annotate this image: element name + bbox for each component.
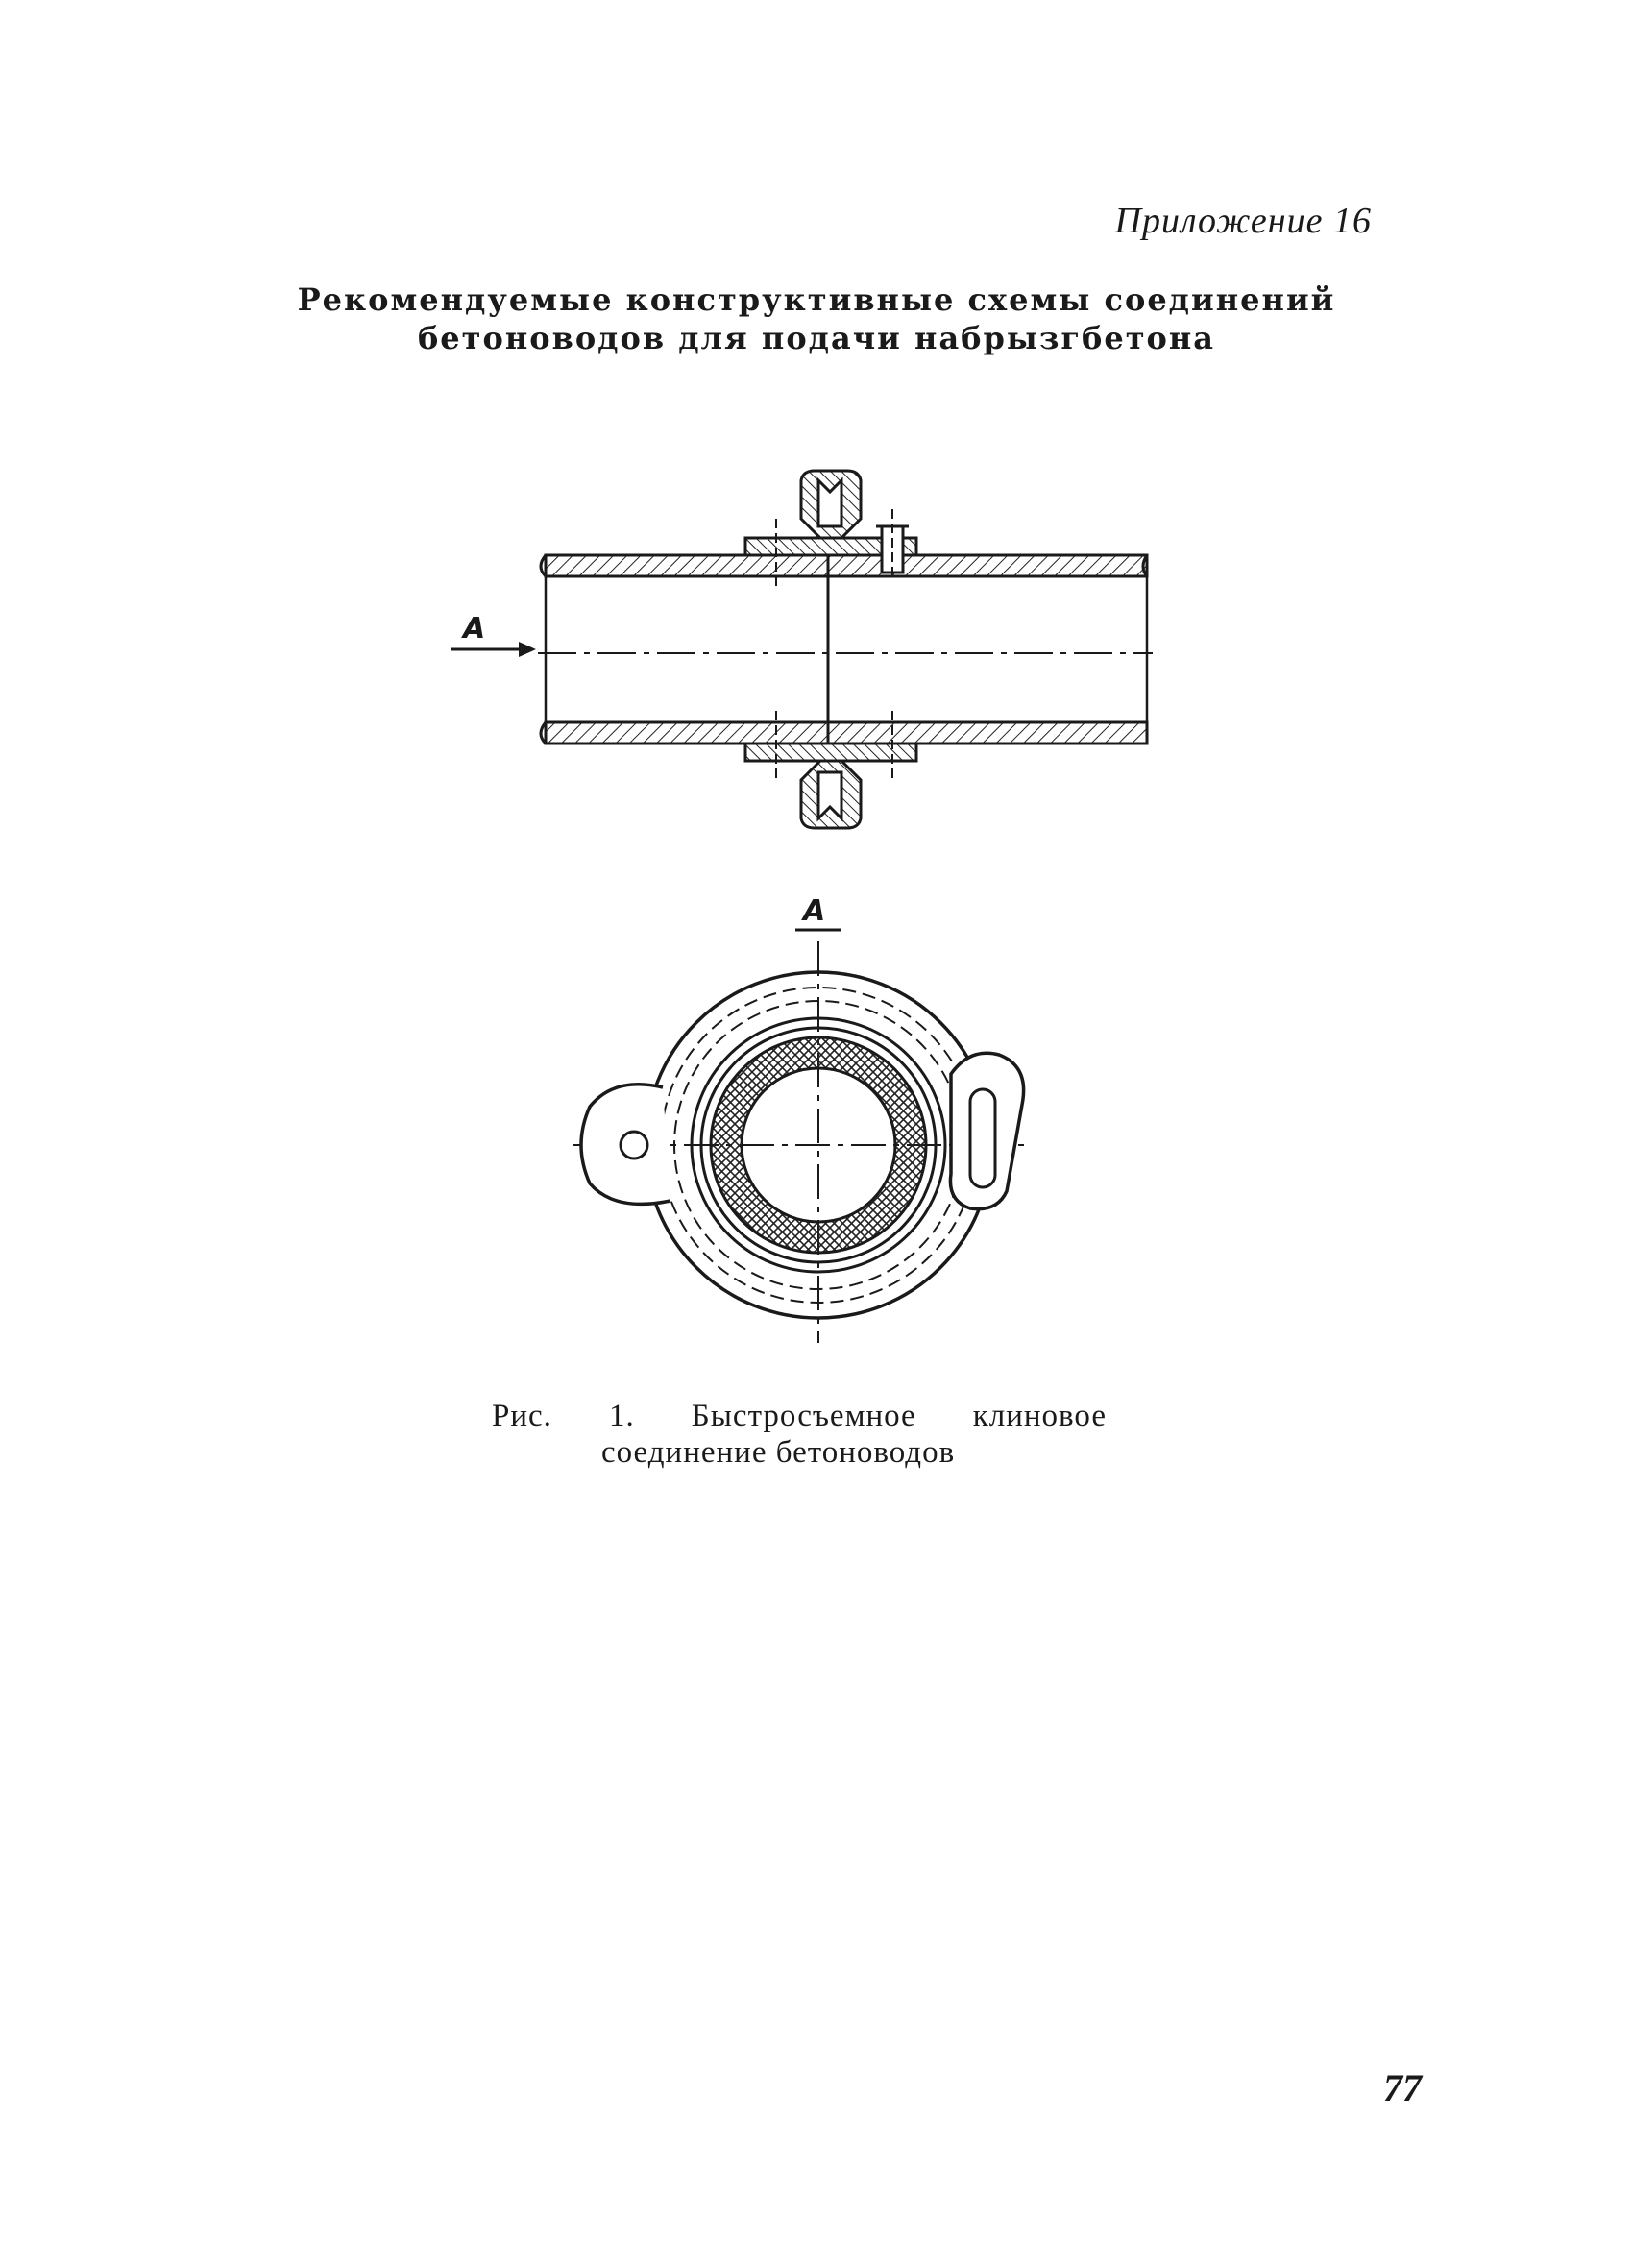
wedge-lug	[948, 1051, 1026, 1211]
appendix-heading: Приложение 16	[1114, 201, 1372, 241]
title-line-1: Рекомендуемые конструктивные схемы соеди…	[297, 281, 1336, 318]
top-bolt	[880, 524, 905, 574]
figure-caption: Рис. 1. Быстросъемное клиновое соединени…	[492, 1398, 1107, 1471]
pipe-bottom-wall	[544, 720, 1149, 745]
pipe-top-wall	[544, 553, 1149, 578]
section-view-label: A	[801, 894, 825, 928]
caption-prefix: Рис.	[492, 1399, 552, 1433]
section-arrow	[451, 642, 536, 657]
title-line-2: бетоноводов для подачи набрызгбетона	[417, 320, 1216, 356]
page-number: 77	[1383, 2066, 1422, 2109]
hinge-lug	[579, 1083, 671, 1207]
caption-number: 1.	[608, 1399, 635, 1433]
document-title: Рекомендуемые конструктивные схемы соеди…	[0, 280, 1633, 357]
caption-word-1: Быстросъемное	[691, 1399, 916, 1433]
caption-word-2: клиновое	[972, 1399, 1107, 1433]
pipe-longitudinal-section	[538, 469, 1153, 830]
section-arrow-label: A	[461, 612, 485, 646]
caption-line-2: соединение бетоноводов	[601, 1435, 956, 1470]
pipe-cross-section	[573, 941, 1026, 1343]
